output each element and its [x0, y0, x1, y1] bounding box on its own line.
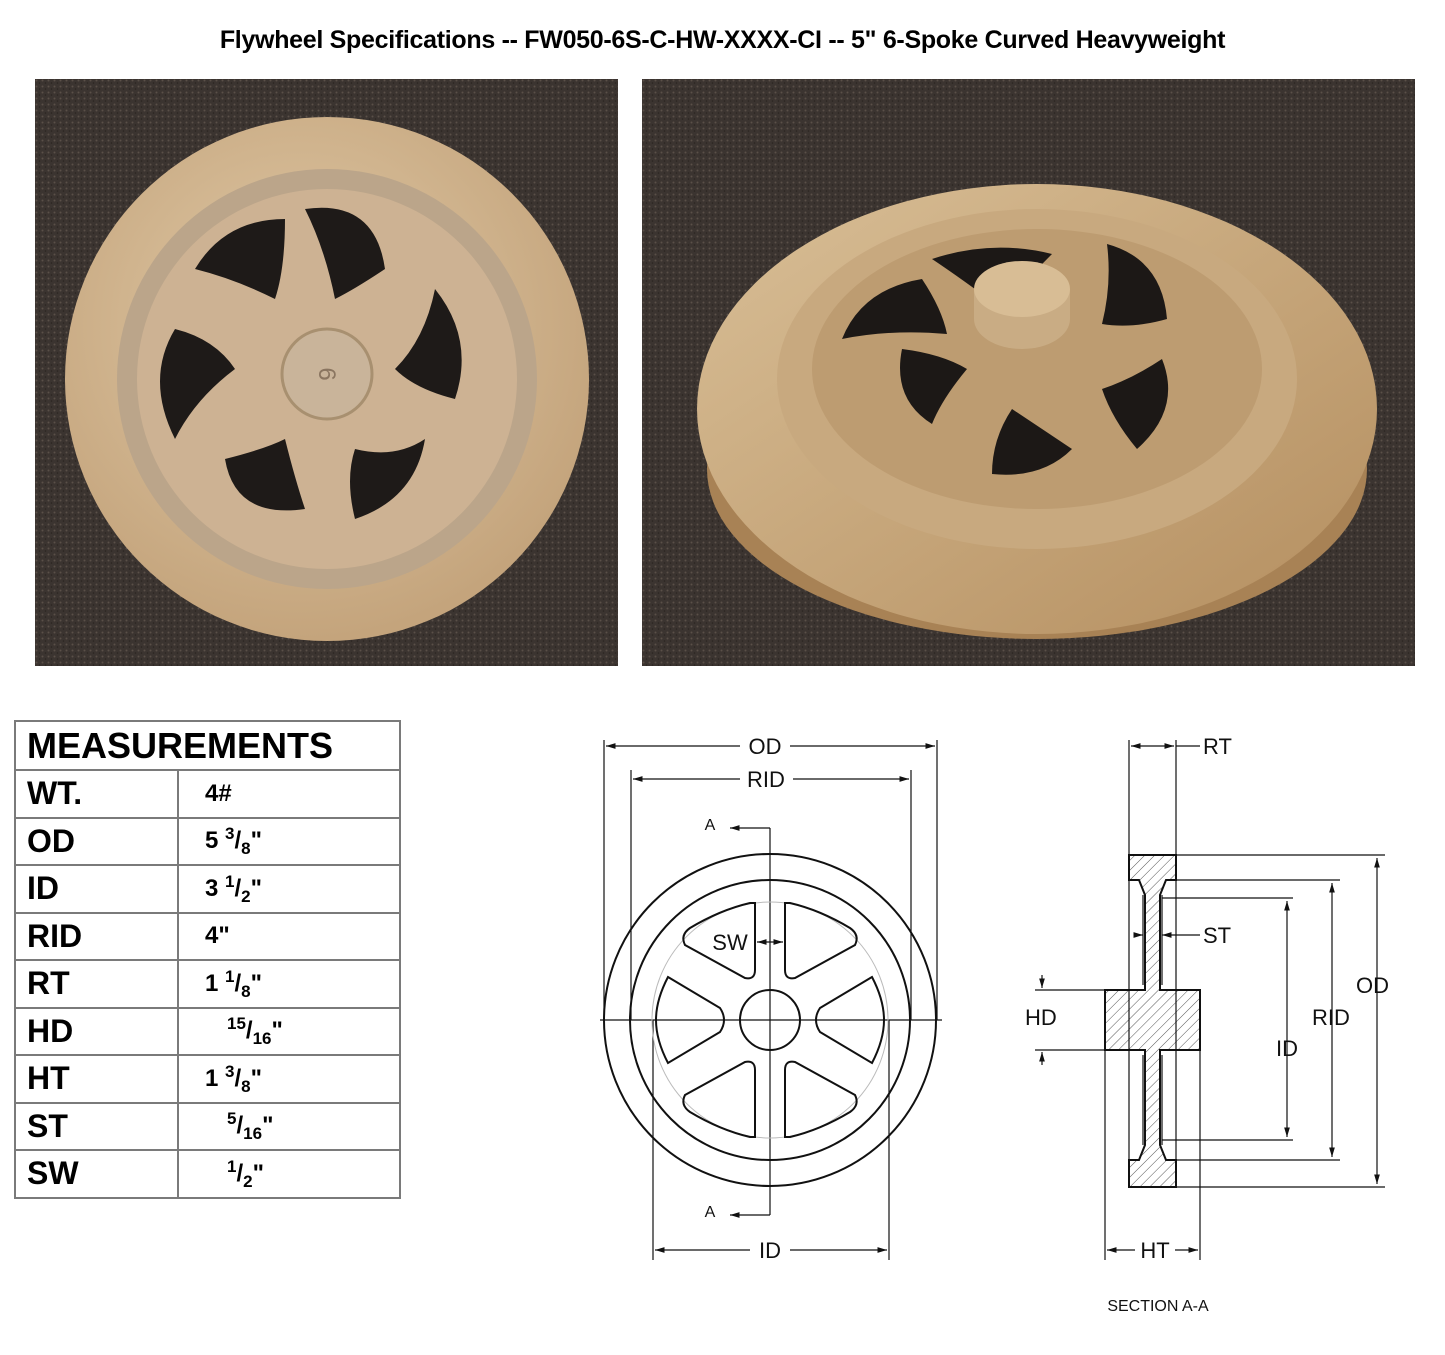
table-row: SW 1/2" — [14, 1149, 401, 1199]
section-view-diagram: RT ST HD ID RID OD HT SECTION A-A — [1025, 734, 1389, 1315]
section-caption: SECTION A-A — [1107, 1298, 1209, 1315]
svg-text:6: 6 — [313, 367, 340, 380]
measurements-table: MEASUREMENTS WT. 4# OD 5 3/8" ID 3 1/2" … — [14, 720, 401, 1199]
measurement-key: ID — [14, 864, 179, 914]
flywheel-photo-angled — [642, 79, 1415, 666]
measurement-key: WT. — [14, 769, 179, 819]
id-label: ID — [759, 1238, 781, 1263]
rid-label: RID — [747, 767, 785, 792]
table-row: RID 4" — [14, 911, 401, 961]
table-row: RT 1 1/8" — [14, 959, 401, 1009]
measurement-value: 1 1/8" — [177, 959, 401, 1009]
measurement-key: SW — [14, 1149, 179, 1199]
measurement-value: 3 1/2" — [177, 864, 401, 914]
measurement-value: 4" — [177, 911, 401, 961]
table-row: OD 5 3/8" — [14, 816, 401, 866]
page-title: Flywheel Specifications -- FW050-6S-C-HW… — [219, 26, 1226, 54]
measurements-header: MEASUREMENTS — [14, 720, 401, 771]
front-view-diagram: OD RID ID SW A A — [600, 734, 942, 1263]
measurement-key: HD — [14, 1006, 179, 1056]
section-marker-bottom: A — [705, 1204, 716, 1221]
table-row: ST 5/16" — [14, 1101, 401, 1151]
flywheel-photo-front: 6 — [35, 79, 618, 666]
table-row: ID 3 1/2" — [14, 864, 401, 914]
rt-label: RT — [1203, 734, 1232, 759]
id-label: ID — [1276, 1036, 1298, 1061]
sw-label: SW — [712, 930, 748, 955]
measurement-value: 4# — [177, 769, 401, 819]
measurement-value: 5/16" — [177, 1101, 401, 1151]
measurement-key: HT — [14, 1054, 179, 1104]
od-label: OD — [749, 734, 782, 759]
measurement-value: 1 3/8" — [177, 1054, 401, 1104]
table-row: WT. 4# — [14, 769, 401, 819]
measurement-value: 15/16" — [177, 1006, 401, 1056]
measurement-value: 5 3/8" — [177, 816, 401, 866]
measurement-key: RID — [14, 911, 179, 961]
table-row: HT 1 3/8" — [14, 1054, 401, 1104]
section-marker-top: A — [705, 817, 716, 834]
st-label: ST — [1203, 923, 1231, 948]
measurement-key: OD — [14, 816, 179, 866]
measurement-key: RT — [14, 959, 179, 1009]
hd-label: HD — [1025, 1005, 1057, 1030]
od-label: OD — [1356, 973, 1389, 998]
measurement-value: 1/2" — [177, 1149, 401, 1199]
ht-label: HT — [1140, 1238, 1169, 1263]
measurement-key: ST — [14, 1101, 179, 1151]
rid-label: RID — [1312, 1005, 1350, 1030]
table-row: HD 15/16" — [14, 1006, 401, 1056]
